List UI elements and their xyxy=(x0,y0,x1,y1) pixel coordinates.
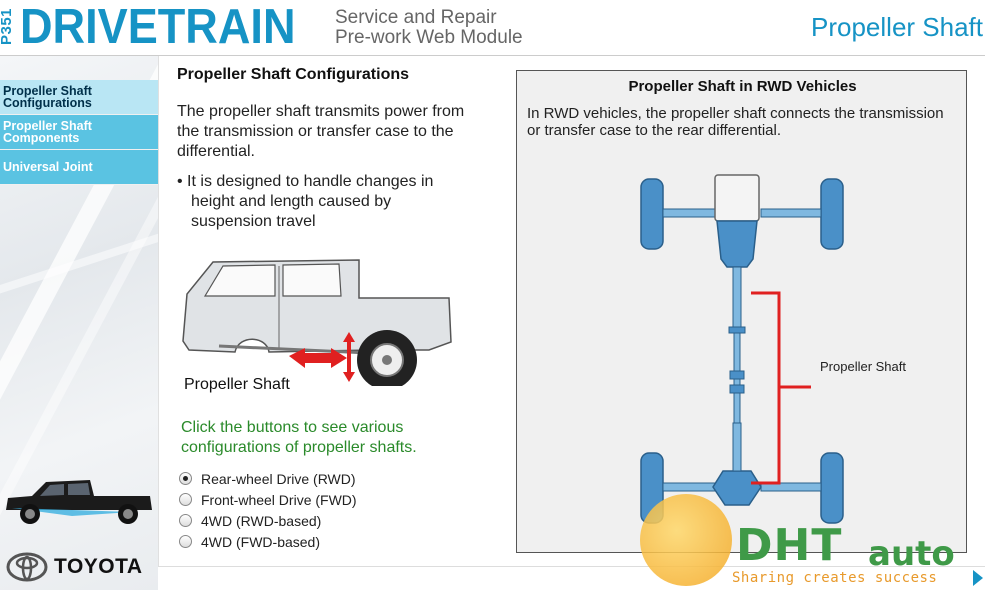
toyota-logo: TOYOTA xyxy=(6,552,156,582)
option-rwd[interactable]: Rear-wheel Drive (RWD) xyxy=(179,468,357,489)
truck-side-illustration xyxy=(182,259,452,386)
option-label: 4WD (FWD-based) xyxy=(201,533,321,550)
footer xyxy=(158,566,985,590)
subtitle-line-1: Service and Repair xyxy=(335,7,497,28)
header-divider xyxy=(0,55,985,56)
watermark-tagline: Sharing creates success xyxy=(732,570,938,586)
option-label: Rear-wheel Drive (RWD) xyxy=(201,470,356,487)
watermark-emblem-icon xyxy=(640,494,732,586)
bullet-text: • It is designed to handle changes in he… xyxy=(177,173,434,230)
option-4wd-fwd[interactable]: 4WD (FWD-based) xyxy=(179,531,357,552)
radio-4wd-rwd[interactable] xyxy=(179,514,192,527)
watermark-logo: DHT xyxy=(736,520,843,571)
page-title: Propeller Shaft Configurations xyxy=(177,66,410,83)
module-subtitle: Service and Repair Pre-work Web Module xyxy=(335,8,523,48)
toyota-wordmark: TOYOTA xyxy=(54,555,143,578)
drive-configuration-options: Rear-wheel Drive (RWD) Front-wheel Drive… xyxy=(179,468,357,552)
option-label: Front-wheel Drive (FWD) xyxy=(201,491,357,508)
watermark-logo-suffix: auto xyxy=(868,534,955,574)
sidebar-item-configurations[interactable]: Propeller Shaft Configurations xyxy=(0,80,158,115)
radio-rwd[interactable] xyxy=(179,472,192,485)
radio-4wd-fwd[interactable] xyxy=(179,535,192,548)
course-code-text: P351 xyxy=(0,7,16,46)
next-arrow-icon[interactable] xyxy=(971,568,985,588)
sidebar: Propeller Shaft Configurations Propeller… xyxy=(0,56,158,590)
propeller-shaft-callout: Propeller Shaft xyxy=(820,359,906,374)
rwd-chassis-diagram xyxy=(640,174,844,524)
radio-fwd[interactable] xyxy=(179,493,192,506)
diagram-panel: Propeller Shaft in RWD Vehicles In RWD v… xyxy=(516,70,967,553)
intro-text: The propeller shaft transmits power from… xyxy=(177,103,465,160)
option-label: 4WD (RWD-based) xyxy=(201,512,322,529)
main-content: Propeller Shaft Configurations The prope… xyxy=(158,56,985,566)
toyota-emblem-icon xyxy=(6,552,48,582)
sidebar-item-components[interactable]: Propeller Shaft Components xyxy=(0,115,158,150)
watermark: DHT auto Sharing creates success xyxy=(636,492,981,590)
instruction-text: Click the buttons to see various configu… xyxy=(181,419,417,456)
sidebar-nav: Propeller Shaft Configurations Propeller… xyxy=(0,80,158,185)
brand-title: DRIVETRAIN xyxy=(20,0,296,54)
subtitle-line-2: Pre-work Web Module xyxy=(335,27,523,48)
sidebar-item-universal-joint[interactable]: Universal Joint xyxy=(0,150,158,185)
option-fwd[interactable]: Front-wheel Drive (FWD) xyxy=(179,489,357,510)
propeller-shaft-label: Propeller Shaft xyxy=(184,376,290,393)
course-code: P351 xyxy=(0,4,20,50)
panel-description: In RWD vehicles, the propeller shaft con… xyxy=(527,105,944,139)
header: P351 DRIVETRAIN Service and Repair Pre-w… xyxy=(0,0,985,56)
section-title: Propeller Shaft xyxy=(811,12,983,42)
pickup-truck-icon xyxy=(6,480,152,524)
panel-title: Propeller Shaft in RWD Vehicles xyxy=(628,78,857,95)
option-4wd-rwd[interactable]: 4WD (RWD-based) xyxy=(179,510,357,531)
